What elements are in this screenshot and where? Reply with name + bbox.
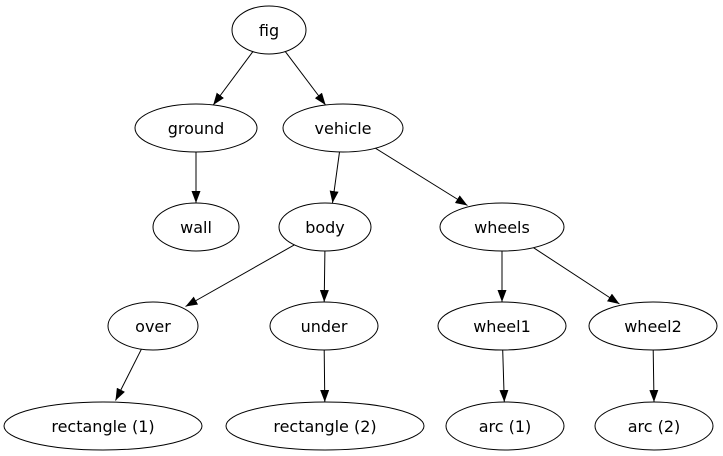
node-wheel1-label: wheel1 [473,317,531,336]
node-wall-ellipse [152,202,240,252]
node-fig: fig [231,5,307,55]
node-over-ellipse [107,301,199,351]
edge-wheel1-arc1 [499,349,509,403]
edge-wheel2-arc2 [649,349,659,403]
edge-vehicle-wheels [375,147,468,206]
node-ground: ground [134,103,258,153]
node-body-ellipse [278,202,372,252]
edge-fig-ground [212,51,254,106]
node-wheel1-ellipse [437,301,567,351]
nodes-layer: fig ground vehicle wall body wheels [3,5,718,451]
node-arc2-label: arc (2) [628,417,681,436]
node-wheel1: wheel1 [437,301,567,351]
node-rectangle2-label: rectangle (2) [273,417,376,436]
node-rectangle2-ellipse [225,401,425,451]
node-wheel2: wheel2 [588,301,718,351]
node-rectangle1-label: rectangle (1) [51,417,154,436]
node-body-label: body [305,218,345,237]
node-under-label: under [301,317,348,336]
node-wall: wall [152,202,240,252]
node-fig-ellipse [231,5,307,55]
node-body: body [278,202,372,252]
node-over: over [107,301,199,351]
node-wheels-label: wheels [474,218,530,237]
node-vehicle-ellipse [282,103,404,153]
node-wall-label: wall [180,218,212,237]
node-wheels-ellipse [439,202,565,252]
node-ground-ellipse [134,103,258,153]
node-rectangle2: rectangle (2) [225,401,425,451]
node-over-label: over [135,317,171,336]
node-arc1-label: arc (1) [479,417,532,436]
node-arc1: arc (1) [445,401,565,451]
node-wheels: wheels [439,202,565,252]
node-under-ellipse [269,301,379,351]
node-under: under [269,301,379,351]
node-vehicle-label: vehicle [315,119,372,138]
edge-over-rectangle1 [115,348,142,401]
node-ground-label: ground [168,119,225,138]
edge-vehicle-body [329,151,340,204]
node-wheel2-ellipse [588,301,718,351]
node-arc1-ellipse [445,401,565,451]
edge-wheels-wheel2 [533,247,620,305]
node-arc2: arc (2) [594,401,714,451]
node-arc2-ellipse [594,401,714,451]
node-rectangle1-ellipse [3,401,203,451]
node-wheel2-label: wheel2 [624,317,682,336]
edge-under-rectangle2 [320,349,330,403]
edge-body-under [319,250,329,303]
edge-fig-vehicle [284,51,326,106]
node-fig-label: fig [259,21,279,40]
edges-layer [115,51,659,403]
node-rectangle1: rectangle (1) [3,401,203,451]
node-vehicle: vehicle [282,103,404,153]
edge-body-over [185,244,295,307]
